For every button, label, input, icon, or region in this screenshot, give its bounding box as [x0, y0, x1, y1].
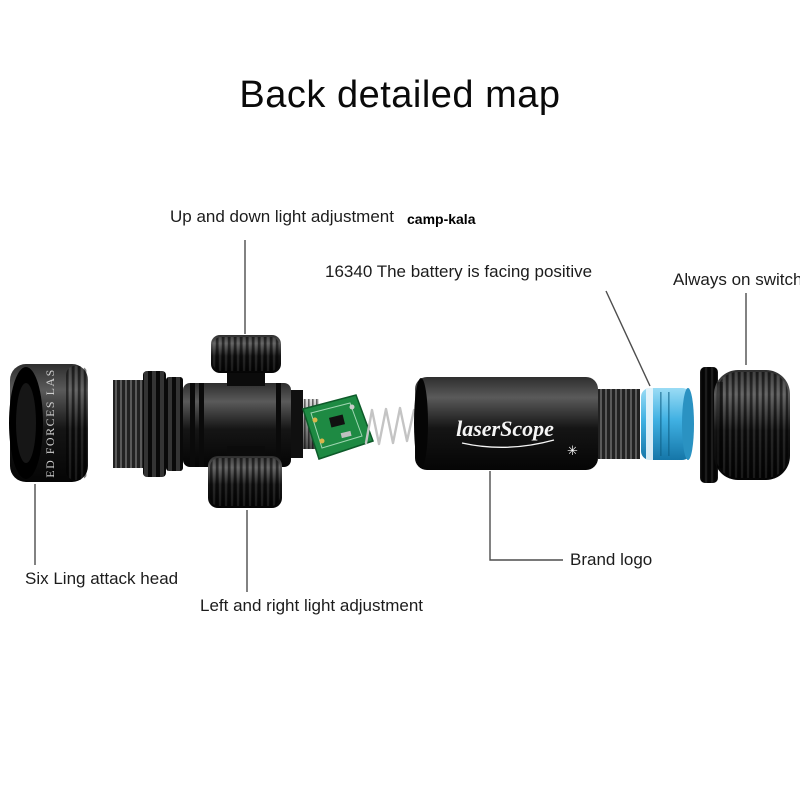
part-circuit-board: [302, 394, 374, 460]
attack-head-knurl: [66, 366, 88, 480]
block-rib-1: [190, 383, 195, 467]
spring-coil: [364, 406, 416, 446]
brand-logo-swoosh: [461, 439, 555, 449]
cap-body-knurl: [716, 372, 788, 478]
part-battery: [641, 388, 694, 460]
watermark-camp-kala: camp-kala: [407, 211, 476, 227]
label-brand-logo: Brand logo: [570, 550, 653, 569]
pcb-pad-3: [349, 404, 355, 410]
part-attack-head: ED FORCES LAS: [9, 364, 88, 482]
part-main-tube: laserScope ✳: [414, 377, 640, 470]
pcb-trace: [310, 402, 363, 449]
label-left-right-adjustment: Left and right light adjustment: [200, 596, 424, 615]
label-battery-orientation: 16340 The battery is facing positive: [325, 262, 593, 281]
brand-logo-text: laserScope: [456, 416, 554, 441]
part-end-cap: [700, 367, 790, 483]
top-knob-neck: [227, 370, 265, 386]
leader-battery: [605, 290, 651, 387]
block-rib-3: [276, 383, 281, 467]
cap-inner-shadow: [717, 382, 723, 468]
tube-thread-neck: [598, 389, 640, 459]
pcb-pad-1: [312, 417, 318, 423]
bottom-knob-knurl: [210, 458, 280, 506]
label-always-on-switch: Always on switch: [673, 270, 800, 289]
pcb-pad-2: [319, 438, 325, 444]
battery-white-band: [646, 388, 653, 460]
diagram-title: Back detailed map: [239, 74, 561, 116]
battery-end: [682, 388, 694, 460]
tube-mouth: [414, 378, 428, 468]
top-knob-knurl: [213, 337, 279, 371]
ribbed-ring-2: [166, 377, 183, 471]
rear-collar: [291, 390, 303, 458]
label-up-down-adjustment: Up and down light adjustment: [170, 207, 394, 226]
tube-body: [415, 377, 598, 470]
brand-star-icon: ✳: [567, 443, 578, 458]
pcb-component: [340, 430, 352, 439]
battery-print-line-1: [660, 392, 662, 456]
ribbed-ring-1: [143, 371, 166, 477]
part-spring: [364, 406, 416, 446]
pcb-chip: [328, 414, 346, 428]
front-thread-collar: [113, 380, 143, 468]
battery-body: [641, 388, 691, 460]
leader-brand: [489, 471, 563, 561]
cap-flange-knurl: [700, 367, 718, 483]
label-attack-head: Six Ling attack head: [25, 569, 179, 588]
block-rib-2: [199, 383, 204, 467]
leader-lines: [34, 240, 747, 592]
attack-head-bore: [16, 383, 36, 463]
part-adjustment-body: [113, 335, 319, 508]
attack-head-text: ED FORCES LAS: [43, 368, 57, 478]
battery-print-line-2: [668, 392, 670, 456]
